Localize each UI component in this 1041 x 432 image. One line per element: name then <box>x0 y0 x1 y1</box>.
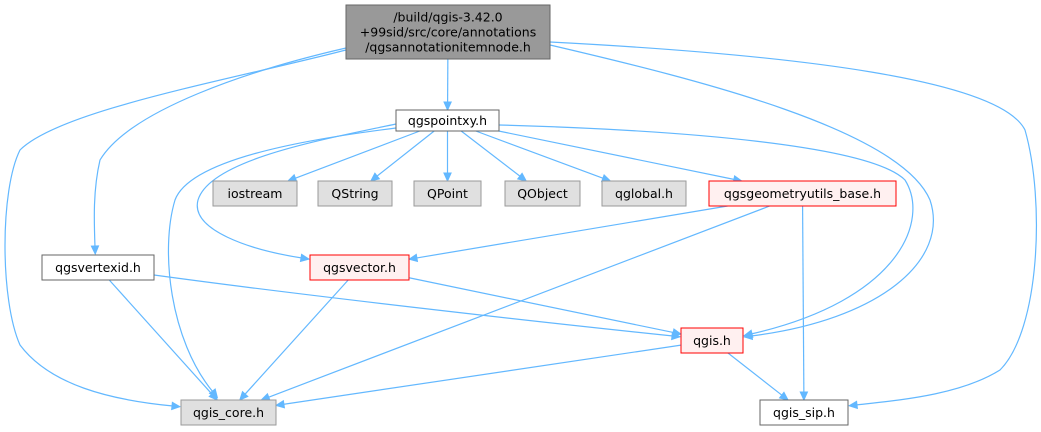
edge-qgis-to-qgis_core <box>274 344 682 409</box>
node-box <box>345 4 551 60</box>
nodes-layer: /build/qgis-3.42.0+99sid/src/core/annota… <box>41 4 897 426</box>
node-label: +99sid/src/core/annotations <box>360 25 536 40</box>
edge-arrowhead <box>407 253 419 263</box>
node-label: QObject <box>517 186 568 201</box>
node-qgspointxy[interactable]: qgspointxy.h <box>395 109 500 132</box>
node-qglobal: qglobal.h <box>601 180 687 207</box>
edge-arrowhead <box>847 400 858 410</box>
edge-arrowhead <box>90 245 100 256</box>
node-label: qgis_sip.h <box>773 405 835 420</box>
edge-root-to-qgis_sip <box>549 41 1037 410</box>
node-box <box>413 180 482 207</box>
edge-arrowhead <box>671 328 683 337</box>
node-qgis-sip[interactable]: qgis_sip.h <box>759 399 849 426</box>
edge-qgis-to-qgis_sip <box>727 352 789 401</box>
edge-qgsvertexid-to-qgis <box>153 274 682 341</box>
edge-qgsvector-to-qgis_core <box>238 279 349 401</box>
edge-arrowhead <box>171 401 182 411</box>
node-box <box>601 180 687 207</box>
node-root[interactable]: /build/qgis-3.42.0+99sid/src/core/annota… <box>345 4 551 60</box>
edge-arrowhead <box>274 399 286 409</box>
node-label: QString <box>331 186 378 201</box>
edge-qgsvector-to-qgis <box>408 277 683 337</box>
node-label: qgspointxy.h <box>408 113 487 128</box>
node-box <box>309 254 410 281</box>
node-box <box>41 254 155 281</box>
node-qgsgeometryutils-base[interactable]: qgsgeometryutils_base.h <box>708 180 897 207</box>
node-label: qglobal.h <box>615 186 673 201</box>
node-qobject: QObject <box>504 180 581 207</box>
edge-qgspointxy-to-qgsgeometryutils_base <box>498 130 743 184</box>
edge-qgsgeometryutils_base-to-qgis_sip <box>799 205 809 402</box>
node-label: qgsvector.h <box>323 260 396 275</box>
node-qgis[interactable]: qgis.h <box>680 327 744 354</box>
edge-arrowhead <box>369 172 381 182</box>
edge-qgspointxy-to-qpoint <box>443 131 452 183</box>
edge-qgspointxy-to-qobject <box>460 130 528 182</box>
edge-arrowhead <box>443 172 452 183</box>
edge-arrowhead <box>799 391 809 402</box>
edge-root-to-qgspointxy <box>443 58 452 112</box>
node-qgsvertexid[interactable]: qgsvertexid.h <box>41 254 155 281</box>
edge-arrowhead <box>208 390 219 401</box>
edge-root-to-qgis_core <box>4 49 347 411</box>
edge-qgspointxy-to-qgsvector <box>196 123 397 263</box>
node-qgsvector[interactable]: qgsvector.h <box>309 254 410 281</box>
node-box <box>395 109 500 132</box>
node-label: qgsvertexid.h <box>55 260 141 275</box>
edge-qgsvertexid-to-qgis_core <box>108 279 219 401</box>
node-qpoint: QPoint <box>413 180 482 207</box>
edge-arrowhead <box>443 101 452 112</box>
edge-qgspointxy-to-iostream <box>286 130 421 183</box>
edge-arrowhead <box>238 390 249 401</box>
node-box <box>680 327 744 354</box>
node-box <box>180 399 277 426</box>
edge-qgspointxy-to-qstring <box>369 130 435 182</box>
node-box <box>212 180 298 207</box>
node-qgis-core: qgis_core.h <box>180 399 277 426</box>
edge-qgsgeometryutils_base-to-qgsvector <box>407 205 728 263</box>
node-label: /qgsannotationitemnode.h <box>365 40 531 55</box>
node-qstring: QString <box>317 180 393 207</box>
edge-arrowhead <box>742 329 754 338</box>
node-label: QPoint <box>427 186 468 201</box>
node-label: iostream <box>228 186 283 201</box>
node-iostream: iostream <box>212 180 298 207</box>
edge-qgspointxy-to-qglobal <box>475 130 612 183</box>
node-box <box>759 399 849 426</box>
edge-arrowhead <box>516 172 528 182</box>
node-box <box>317 180 393 207</box>
node-label: /build/qgis-3.42.0 <box>393 10 502 25</box>
node-box <box>504 180 581 207</box>
node-label: qgis_core.h <box>193 405 264 420</box>
node-label: qgsgeometryutils_base.h <box>724 186 881 201</box>
node-label: qgis.h <box>693 333 731 348</box>
edges-layer <box>4 41 1037 411</box>
node-box <box>708 180 897 207</box>
edge-root-to-qgsvertexid <box>90 47 347 256</box>
edge-qgsgeometryutils_base-to-qgis_core <box>260 205 770 402</box>
edge-arrowhead <box>778 391 789 401</box>
edge-arrowhead <box>299 253 311 263</box>
edge-qgspointxy-to-qgis <box>498 124 914 338</box>
